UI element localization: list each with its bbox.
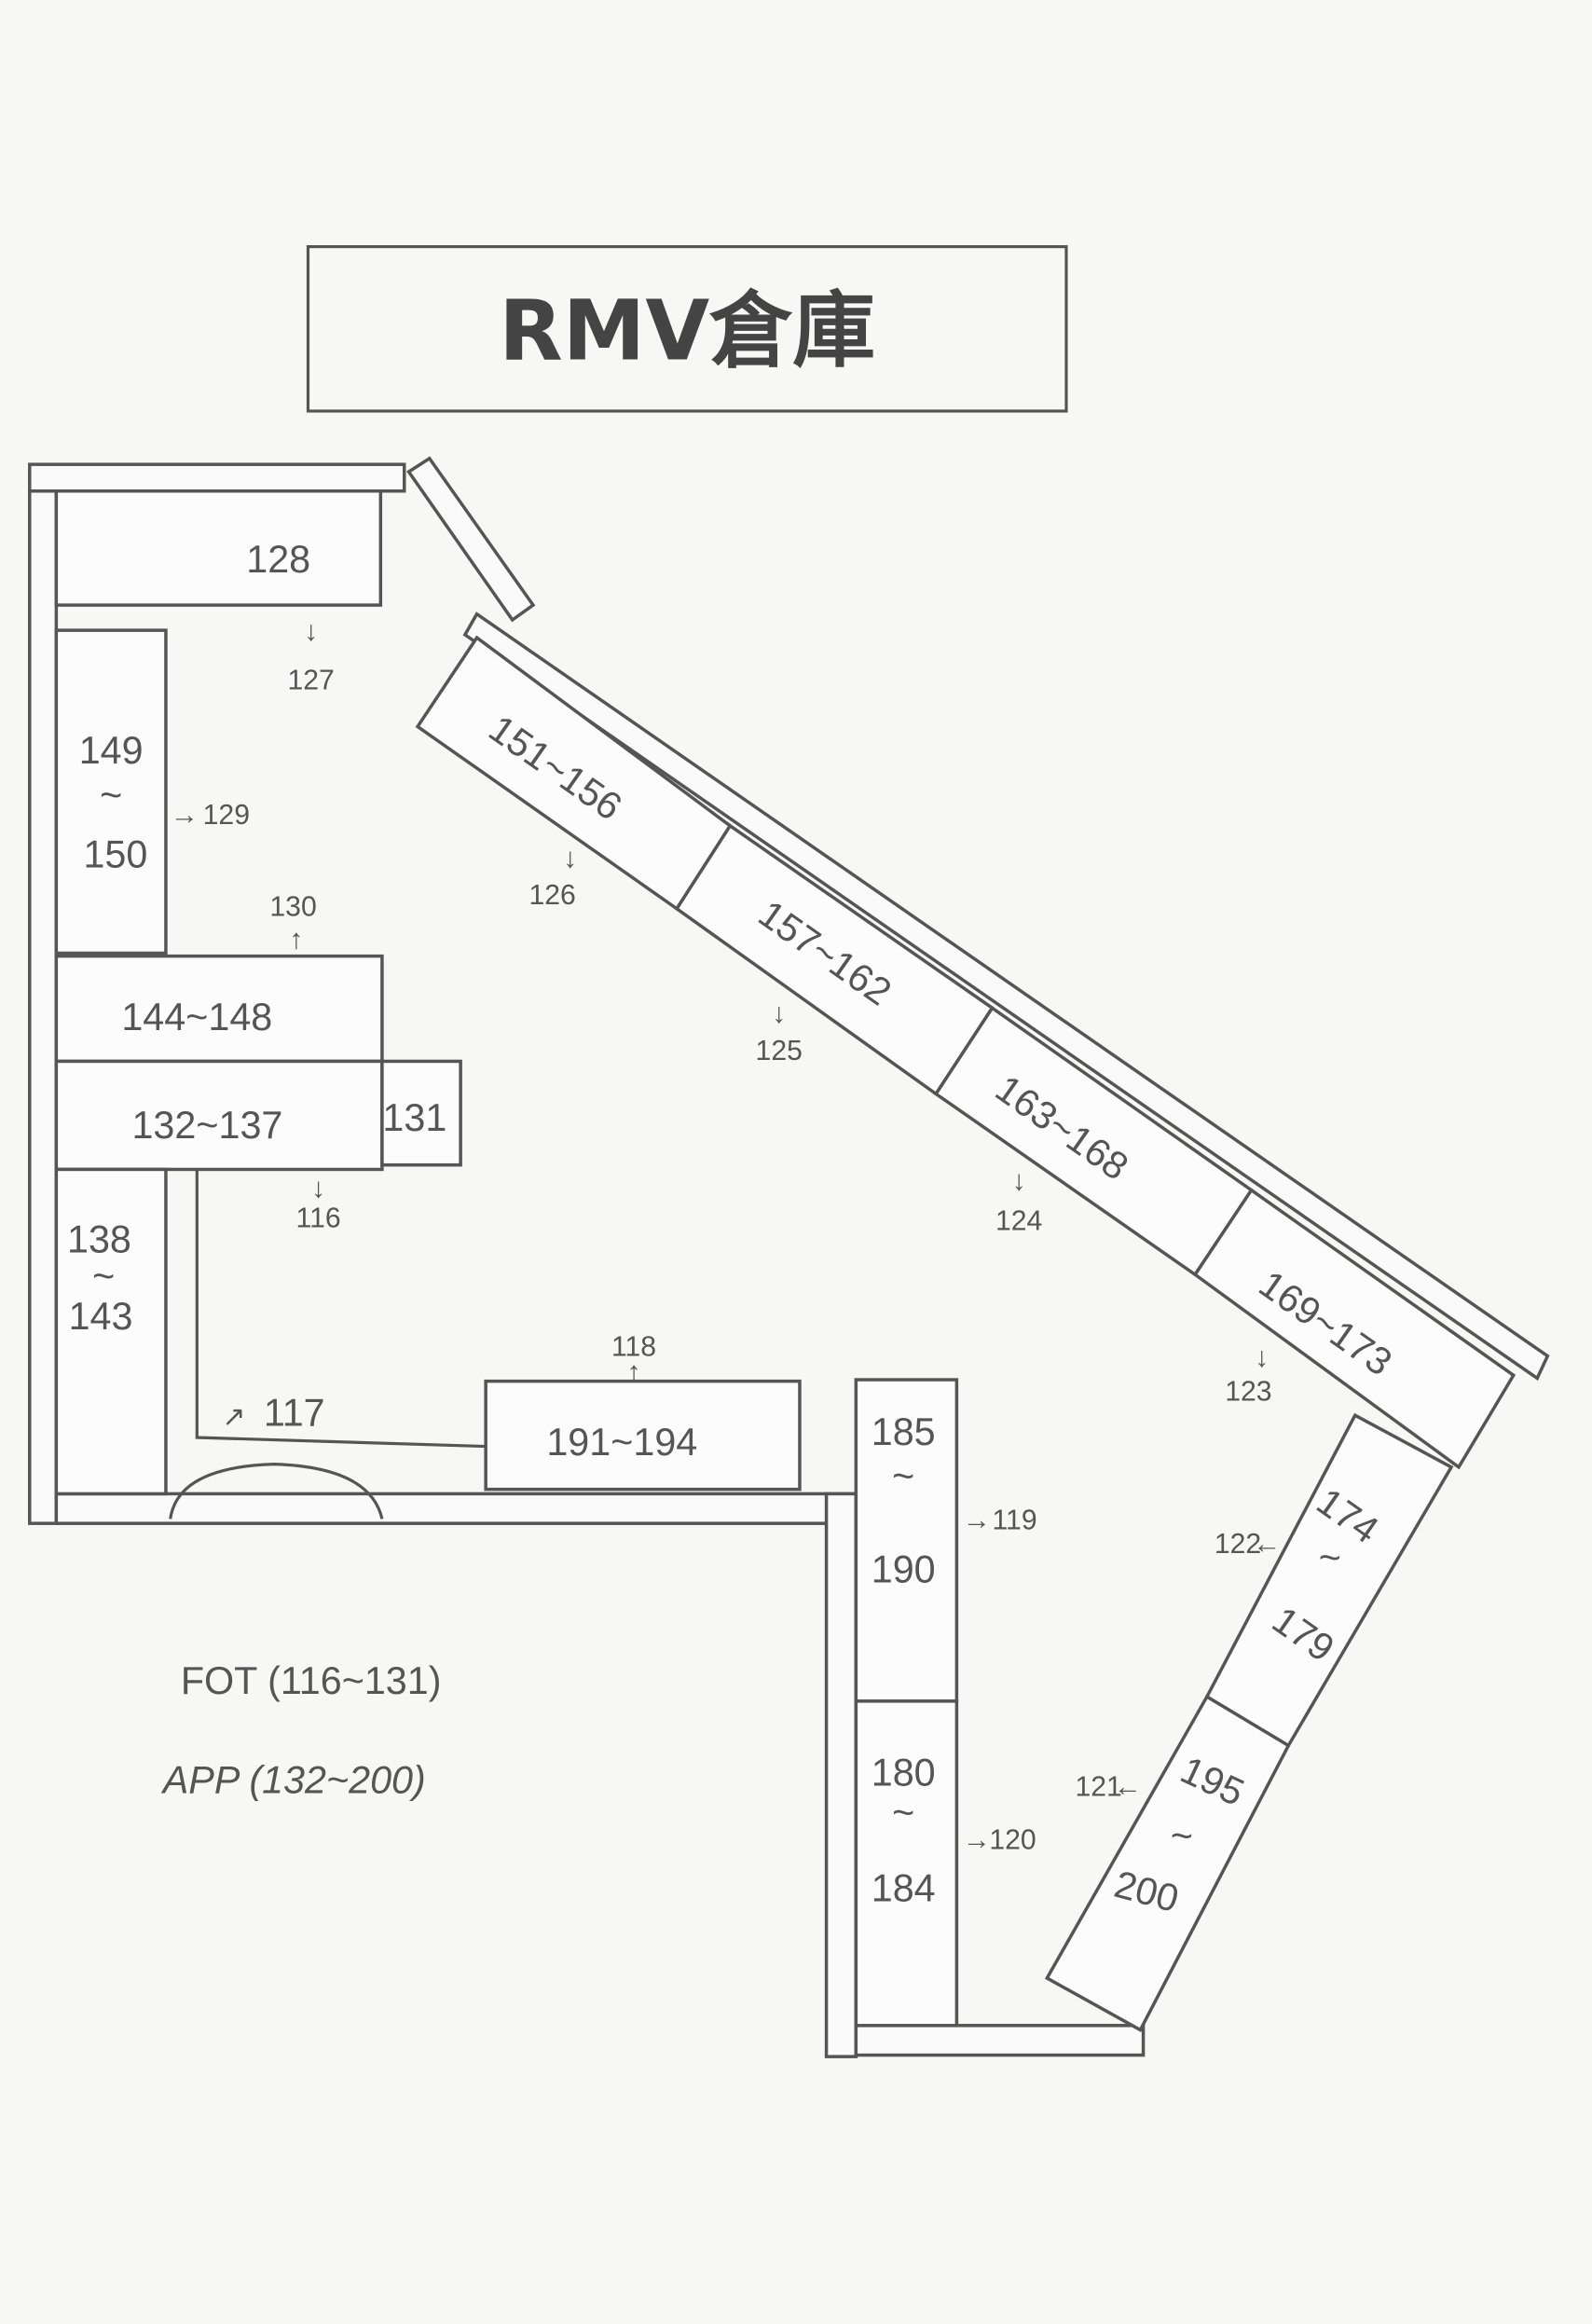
title-box: RMV倉庫: [306, 245, 1068, 413]
shelf-label: 191~194: [546, 1421, 697, 1464]
shelf-label: ~: [100, 774, 122, 817]
legend: FOT (116~131) APP (132~200): [160, 1659, 442, 1801]
legend-fot: FOT (116~131): [181, 1659, 442, 1702]
shelf-169-173[interactable]: 169~173: [1192, 1188, 1517, 1470]
arrow-down-icon: ↓: [304, 616, 318, 647]
door-130: 130: [269, 892, 316, 923]
shelf-149-150[interactable]: 149 ~ 150: [54, 628, 168, 956]
page-title: RMV倉庫: [499, 282, 875, 378]
door-120: 120: [989, 1825, 1036, 1856]
shelf-180-184[interactable]: 180 ~ 184: [854, 1699, 959, 2028]
arrow-left-icon: ←: [1253, 1529, 1281, 1560]
door-122: 122: [1215, 1529, 1261, 1560]
arrow-up-icon: ↑: [289, 925, 303, 956]
door-126: 126: [528, 880, 575, 911]
shelf-144-148[interactable]: 144~148: [54, 954, 384, 1064]
shelf-label: 180: [871, 1751, 936, 1794]
shelf-138-143[interactable]: 138 ~ 143: [54, 1167, 168, 1496]
shelf-191-194[interactable]: 191~194: [484, 1379, 802, 1492]
shelf-131[interactable]: 131: [380, 1059, 462, 1167]
shelf-174-179[interactable]: 174 ~ 179: [1204, 1412, 1454, 1748]
shelf-label: 190: [871, 1548, 936, 1591]
legend-app: APP (132~200): [160, 1758, 426, 1801]
arrow-right-icon: →: [171, 800, 199, 831]
shelf-label: 143: [69, 1295, 133, 1338]
shelf-label: ~: [92, 1255, 115, 1298]
arrow-down-icon: ↓: [1012, 1166, 1026, 1197]
shelf-label: 150: [83, 832, 147, 875]
shelf-195-200[interactable]: 195 ~ 200: [1044, 1694, 1291, 2032]
shelf-label: 132~137: [131, 1104, 282, 1147]
arrow-down-icon: ↓: [563, 843, 577, 873]
door-117: 117: [264, 1391, 325, 1434]
shelf-label: ~: [1171, 1815, 1193, 1858]
door-118: 118: [611, 1332, 656, 1363]
shelf-185-190[interactable]: 185 ~ 190: [854, 1378, 959, 1703]
shelf-label: 184: [871, 1866, 936, 1909]
walls: [28, 456, 1550, 2058]
shelf-label: 128: [246, 538, 310, 581]
shelf-label: ~: [1319, 1536, 1341, 1579]
arrow-right-icon: →: [963, 1506, 991, 1536]
shelf-128[interactable]: 128: [54, 489, 383, 607]
arrow-up-icon: ↑: [626, 1357, 640, 1388]
arrow-right-icon: ↗: [222, 1401, 245, 1432]
arrow-left-icon: ←: [1114, 1772, 1142, 1803]
shelf-132-137[interactable]: 132~137: [54, 1059, 384, 1172]
shelf-label: 138: [67, 1217, 131, 1260]
door-127: 127: [287, 666, 334, 696]
shelf-label: 144~148: [121, 996, 272, 1038]
shelf-label: ~: [892, 1791, 914, 1834]
door-121: 121: [1075, 1772, 1121, 1803]
door-125: 125: [756, 1036, 803, 1066]
arrow-down-icon: ↓: [311, 1174, 325, 1204]
door-116: 116: [296, 1203, 341, 1233]
arrow-down-icon: ↓: [772, 998, 786, 1029]
shelf-label: ~: [892, 1455, 914, 1498]
door-129: 129: [203, 800, 250, 831]
door-labels: ↓ 127 → 129 130 ↑ ↓ 116 ↗ 117 118 ↑ → 11…: [171, 616, 1282, 1855]
door-119: 119: [993, 1506, 1037, 1536]
door-124: 124: [995, 1206, 1042, 1237]
arrow-down-icon: ↓: [1255, 1342, 1269, 1373]
door-123: 123: [1225, 1376, 1271, 1407]
shelf-label: 131: [382, 1096, 446, 1139]
arrow-right-icon: →: [963, 1825, 991, 1856]
shelf-label: 185: [871, 1410, 936, 1453]
shelf-label: 149: [79, 729, 144, 772]
